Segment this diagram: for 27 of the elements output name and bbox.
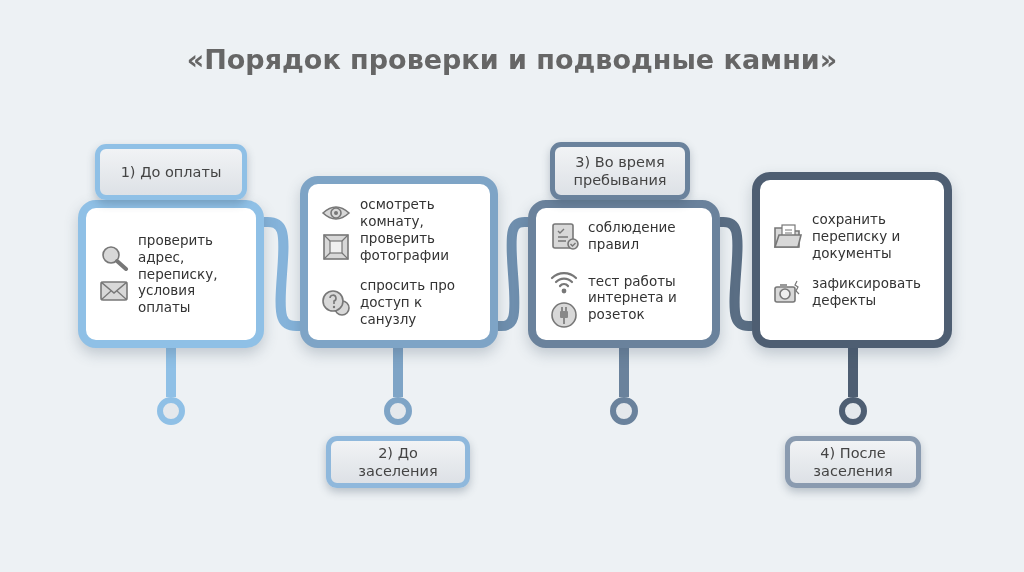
step-card [528, 200, 720, 348]
connector-line [262, 217, 302, 331]
connector-line [619, 348, 629, 397]
step-text: осмотреть комнату, проверить фотографии [360, 195, 450, 264]
step-text: тест работы интернета и розеток [588, 272, 678, 324]
step-text: сохранить переписку и документы [812, 210, 902, 262]
connector-line [393, 348, 403, 397]
stage-label: 3) Во время пребывания [550, 142, 690, 200]
step-text: зафиксировать дефекты [812, 275, 922, 310]
connector-line [496, 217, 530, 331]
stage-label: 4) После заселения [785, 436, 921, 488]
timeline-dot [157, 397, 185, 425]
step-card [752, 172, 952, 348]
timeline-dot [839, 397, 867, 425]
step-text: проверить адрес, переписку, условия оплаты [138, 231, 219, 317]
step-card [78, 200, 264, 348]
timeline-dot [384, 397, 412, 425]
step-text: спросить про доступ к санузлу [360, 277, 457, 329]
stage-label: 1) До оплаты [95, 144, 247, 200]
step-card [300, 176, 498, 348]
timeline-dot [610, 397, 638, 425]
step-text: соблюдение правил [588, 219, 677, 253]
connector-line [848, 348, 858, 397]
stage-label: 2) До заселения [326, 436, 470, 488]
connector-line [166, 348, 176, 397]
connector-line [718, 217, 754, 331]
title: «Порядок проверки и подводные камни» [185, 44, 839, 75]
